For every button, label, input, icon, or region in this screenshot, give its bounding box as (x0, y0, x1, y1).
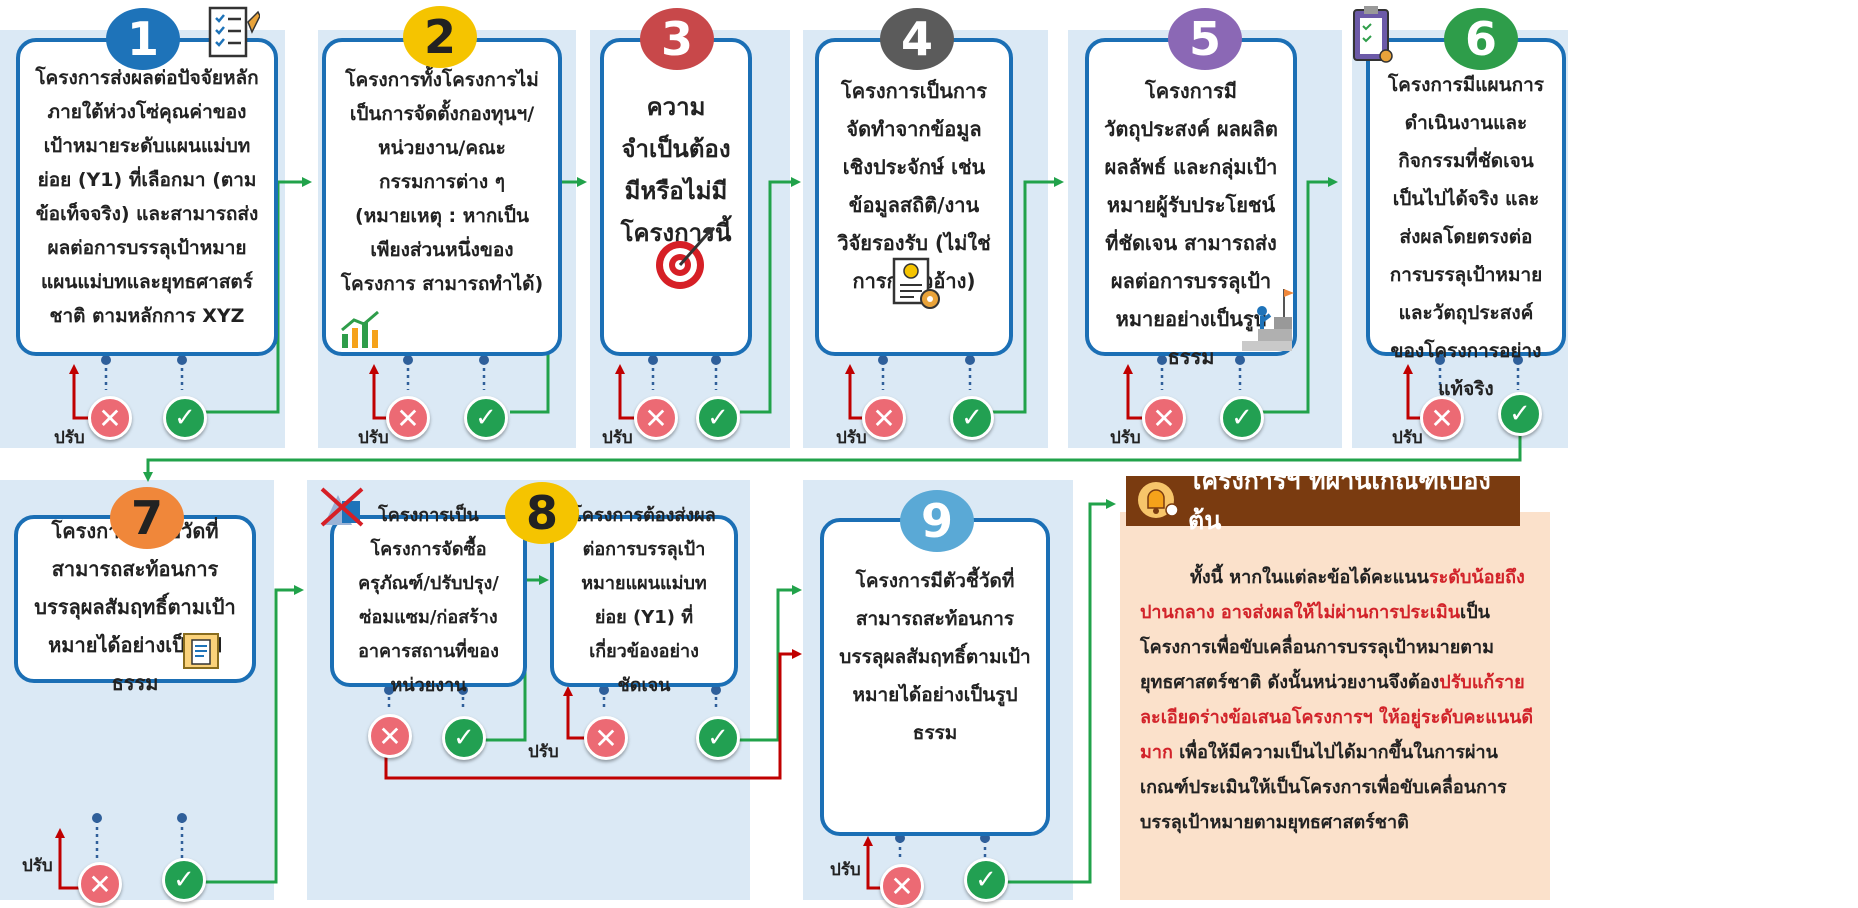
pass-button-step-3[interactable]: ✓ (696, 396, 740, 440)
step-8b-text: โครงการต้องส่งผลต่อการบรรลุเป้าหมายแผนแม… (572, 505, 716, 696)
step-8b-card: โครงการต้องส่งผลต่อการบรรลุเป้าหมายแผนแม… (550, 505, 738, 696)
adjust-label-step-3: ปรับ (602, 428, 633, 448)
fail-button-step-8b[interactable]: ✕ (584, 716, 628, 760)
note-text-2: เป็นโครงการเพื่อขับเคลื่อนการบรรลุเป้าหม… (1140, 602, 1494, 693)
note-highlight-2: ปรับแก้รายละเอียดร่างข้อเสนอโครงการฯ ให้… (1140, 672, 1534, 763)
flow-arrow-8b-9 (720, 585, 802, 742)
adjust-arrow-8b (563, 686, 585, 740)
note-highlight-1: ระดับน้อยถึงปานกลาง อาจส่งผลให้ไม่ผ่านกา… (1140, 567, 1525, 623)
fail-button-step-9[interactable]: ✕ (880, 864, 924, 908)
fail-button-step-4[interactable]: ✕ (862, 396, 906, 440)
pass-button-step-6[interactable]: ✓ (1498, 392, 1542, 436)
step-8-number: 8 (505, 482, 579, 544)
step-2-text: โครงการทั้งโครงการไม่เป็นการจัดตั้งกองทุ… (340, 69, 544, 295)
step-9-card: โครงการมีตัวชี้วัดที่สามารถสะท้อนการบรรล… (820, 518, 1050, 836)
fail-arrow-8a-9 (384, 649, 802, 780)
bell-icon (1138, 482, 1179, 518)
step-3-text: ความจำเป็นต้องมีหรือไม่มีโครงการนี้ (620, 93, 732, 247)
adjust-arrow-3 (615, 364, 640, 420)
flow-arrow-6-7 (143, 412, 1522, 482)
step-3-number: 3 (640, 8, 714, 70)
step-5-card: โครงการมีวัตถุประสงค์ ผลผลิต ผลลัพธ์ และ… (1085, 38, 1297, 369)
flow-arrow-5-6 (1262, 177, 1338, 414)
step-5-number: 5 (1168, 8, 1242, 70)
flow-arrow-4-5 (990, 177, 1064, 414)
step-8a-text: โครงการเป็นโครงการจัดซื้อครุภัณฑ์/ปรับปร… (358, 505, 499, 696)
flow-arrow-7-8 (205, 585, 304, 884)
adjust-label-step-8b: ปรับ (528, 742, 559, 762)
clipboard-icon (1353, 6, 1393, 63)
step-4-number: 4 (880, 8, 954, 70)
step-6-number: 6 (1444, 8, 1518, 70)
flow-arrow-3-4 (740, 177, 801, 414)
note-body: ทั้งนี้ หากในแต่ละข้อได้คะแนนระดับน้อยถึ… (1120, 512, 1550, 900)
adjust-label-step-1: ปรับ (54, 428, 85, 448)
fail-button-step-1[interactable]: ✕ (88, 396, 132, 440)
adjust-label-step-2: ปรับ (358, 428, 389, 448)
step-2-card: โครงการทั้งโครงการไม่เป็นการจัดตั้งกองทุ… (322, 38, 562, 356)
step-1-text: โครงการส่งผลต่อปัจจัยหลักภายใต้ห่วงโซ่คุ… (35, 67, 259, 327)
step-2-number: 2 (403, 6, 477, 68)
adjust-label-step-6: ปรับ (1392, 428, 1423, 448)
note-text-1: ทั้งนี้ หากในแต่ละข้อได้คะแนน (1190, 567, 1429, 588)
adjust-label-step-9: ปรับ (830, 860, 861, 880)
pass-button-step-8b[interactable]: ✓ (696, 716, 740, 760)
note-text-3: เพื่อให้มีความเป็นไปได้มากขึ้นในการผ่านเ… (1140, 742, 1507, 833)
step-9-number: 9 (900, 490, 974, 552)
step-8a-card: โครงการเป็นโครงการจัดซื้อครุภัณฑ์/ปรับปร… (330, 505, 527, 696)
step-1-number: 1 (106, 8, 180, 70)
climb-goal-icon (1242, 289, 1294, 351)
adjust-arrow-5 (1123, 364, 1148, 420)
step-1-card: โครงการส่งผลต่อปัจจัยหลักภายใต้ห่วงโซ่คุ… (16, 38, 278, 356)
step-9-text: โครงการมีตัวชี้วัดที่สามารถสะท้อนการบรรล… (839, 570, 1031, 744)
fail-button-step-3[interactable]: ✕ (634, 396, 678, 440)
adjust-arrow-7 (55, 828, 80, 890)
no-construction-icon (320, 487, 364, 527)
step-6-text: โครงการมีแผนการดำเนินงานและกิจกรรมที่ชัด… (1387, 74, 1545, 400)
fail-button-step-6[interactable]: ✕ (1420, 396, 1464, 440)
pass-button-step-9[interactable]: ✓ (964, 858, 1008, 902)
document-gear-icon (892, 257, 940, 309)
document-icon (183, 633, 219, 669)
step-7-number: 7 (110, 487, 184, 549)
growth-chart-icon (341, 310, 379, 348)
pass-button-step-7[interactable]: ✓ (162, 858, 206, 902)
fail-button-step-8a[interactable]: ✕ (368, 714, 412, 758)
flow-arrow-9-note (990, 499, 1116, 884)
fail-button-step-2[interactable]: ✕ (386, 396, 430, 440)
pass-button-step-8a[interactable]: ✓ (442, 716, 486, 760)
checklist-icon (208, 6, 260, 58)
pass-button-step-1[interactable]: ✓ (163, 396, 207, 440)
adjust-label-step-4: ปรับ (836, 428, 867, 448)
target-icon (656, 227, 714, 289)
step-5-text: โครงการมีวัตถุประสงค์ ผลผลิต ผลลัพธ์ และ… (1104, 79, 1278, 369)
pass-button-step-5[interactable]: ✓ (1220, 396, 1264, 440)
fail-button-step-5[interactable]: ✕ (1142, 396, 1186, 440)
note-title: โครงการฯ ที่ผ่านเกณฑ์เบื้องต้น (1188, 466, 1491, 535)
pass-button-step-4[interactable]: ✓ (950, 396, 994, 440)
pass-button-step-2[interactable]: ✓ (464, 396, 508, 440)
fail-button-step-7[interactable]: ✕ (78, 862, 122, 906)
flow-arrow-1-2 (205, 177, 312, 414)
note-title-bar: โครงการฯ ที่ผ่านเกณฑ์เบื้องต้น (1126, 466, 1520, 535)
adjust-label-step-7: ปรับ (22, 856, 53, 876)
adjust-arrow-9 (863, 836, 885, 890)
adjust-label-step-5: ปรับ (1110, 428, 1141, 448)
step-6-card: โครงการมีแผนการดำเนินงานและกิจกรรมที่ชัด… (1366, 38, 1566, 400)
step-3-card: ความจำเป็นต้องมีหรือไม่มีโครงการนี้ (600, 38, 752, 356)
